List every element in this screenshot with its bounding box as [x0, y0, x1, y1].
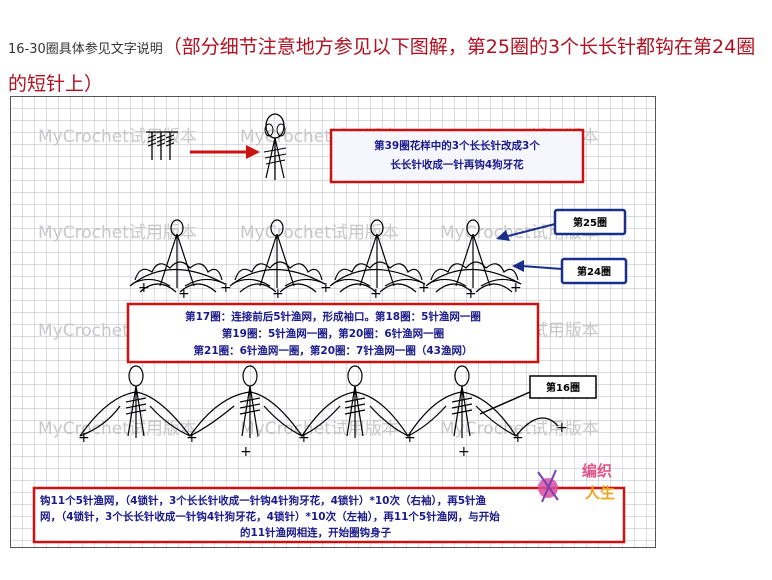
svg-text:+: + — [78, 430, 90, 446]
svg-text:+: + — [138, 280, 150, 296]
logo-text-top: 编织 — [582, 462, 612, 480]
bottom-note-box: 钩11个5针渔网，（4锁针，3个长长针收成一针钩4针狗牙花，4锁针）*10次（右… — [32, 486, 626, 544]
stitch-example — [146, 131, 178, 161]
watermark-text: MyCrochet试用版本 — [240, 223, 399, 243]
svg-text:+: + — [298, 430, 310, 446]
middle-note-line-2: 第19圈：5针渔网一圈，第20圈：6针渔网一圈 — [222, 327, 444, 340]
top-note-line-1: 第39圈花样中的3个长长针改成3个 — [374, 139, 540, 152]
svg-text:+: + — [178, 286, 190, 302]
stitch-plus-marks: + + + + + + + + + — [138, 280, 522, 302]
caption: 16-30圈具体参见文字说明（部分细节注意地方参见以下图解，第25圈的3个长长针… — [8, 30, 768, 101]
watermark-text: MyCrochet试用版本 — [240, 419, 399, 439]
svg-text:+: + — [418, 280, 430, 296]
picot-flower-example — [263, 113, 287, 180]
svg-text:+: + — [186, 430, 198, 446]
top-note-box: 第39圈花样中的3个长长针改成3个 长长针收成一针再钩4狗牙花 — [329, 128, 585, 184]
round-16-plus-marks: + + + + + + + + — [78, 420, 568, 460]
label-round-24: 第24圈 — [512, 257, 628, 285]
watermark-text: MyCrochet试用版本 — [440, 419, 599, 439]
watermark-text: MyCrochet试用版本 — [38, 127, 197, 147]
bottom-note-line-2: 网，（4锁针，3个长长针收成一针钩4针狗牙花，4锁针）*10次（左袖），再11个… — [40, 510, 500, 523]
label-round-25-text: 第25圈 — [573, 216, 607, 229]
label-round-25: 第25圈 — [496, 208, 627, 241]
label-round-16: 第16圈 — [479, 375, 597, 415]
svg-text:+: + — [512, 430, 524, 446]
middle-note-line-3: 第21圈：6针渔网一圈，第20圈：7针渔网一圈（43渔网） — [194, 344, 473, 357]
svg-text:+: + — [510, 280, 522, 296]
svg-text:+: + — [370, 286, 382, 302]
svg-text:+: + — [404, 430, 416, 446]
bottom-note-line-3: 的11针渔网相连，开始圈钩身子 — [240, 526, 392, 539]
middle-note-box: 第17圈：连接前后5针渔网，形成袖口。第18圈：5针渔网一圈 第19圈：5针渔网… — [126, 302, 540, 364]
svg-text:+: + — [320, 280, 332, 296]
watermark-text: MyCrochet试用版本 — [38, 223, 197, 243]
svg-text:+: + — [240, 444, 252, 460]
logo-text-bottom: 人生 — [585, 484, 615, 502]
round-24-25-motifs — [129, 219, 522, 293]
red-arrow — [190, 145, 260, 159]
svg-text:+: + — [220, 280, 232, 296]
caption-lead: 16-30圈具体参见文字说明 — [8, 42, 163, 57]
svg-text:+: + — [556, 420, 568, 436]
middle-note-line-1: 第17圈：连接前后5针渔网，形成袖口。第18圈：5针渔网一圈 — [185, 310, 481, 323]
svg-text:+: + — [458, 444, 470, 460]
bottom-note-line-1: 钩11个5针渔网，（4锁针，3个长长针收成一针钩4针狗牙花，4锁针）*10次（右… — [40, 494, 487, 507]
label-round-24-text: 第24圈 — [577, 265, 611, 278]
svg-text:+: + — [465, 286, 477, 302]
svg-text:+: + — [272, 286, 284, 302]
knitting-life-logo: 编织 人生 — [537, 462, 615, 503]
watermark-text: MyCrochet试用版本 — [38, 419, 197, 439]
top-note-line-2: 长长针收成一针再钩4狗牙花 — [390, 158, 524, 171]
round-16-motifs — [79, 365, 559, 438]
crochet-diagram: MyCrochet试用版本 MyCrochet试用版本 MyCrochet试用版… — [10, 96, 656, 548]
label-round-16-text: 第16圈 — [546, 381, 580, 394]
caption-main: （部分细节注意地方参见以下图解，第25圈的3个长长针都钩在第24圈的短针上） — [8, 36, 756, 95]
